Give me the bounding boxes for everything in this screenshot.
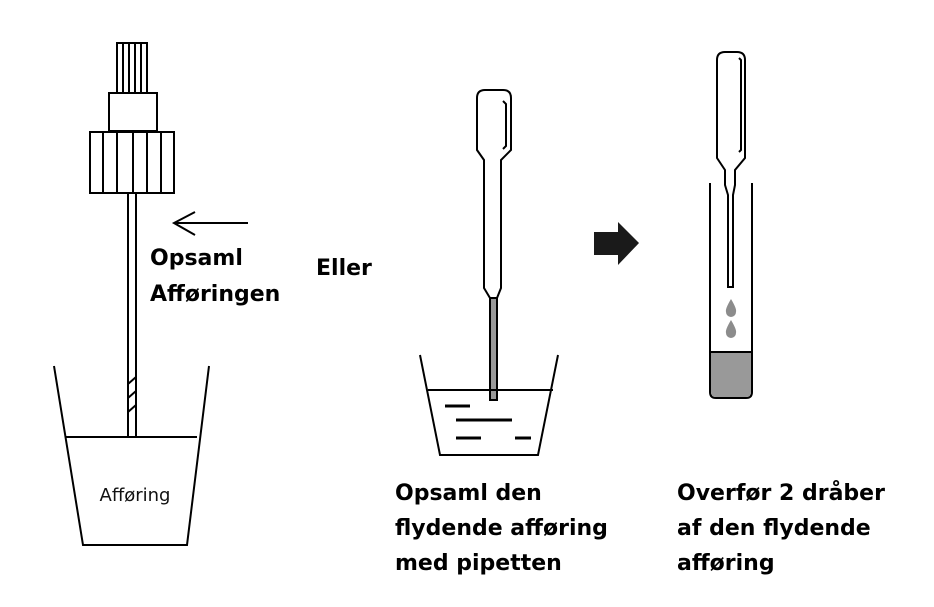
step2-caption-line2: flydende afføring xyxy=(395,516,608,541)
step3-caption-line2: af den flydende xyxy=(677,516,871,541)
drop-icon xyxy=(725,320,737,338)
pipette xyxy=(476,89,512,299)
tube-liquid xyxy=(711,352,751,397)
cap-top-ridged xyxy=(116,42,148,94)
right-block-arrow-icon xyxy=(594,222,639,265)
left-arrow-icon xyxy=(171,211,248,236)
cap-middle xyxy=(108,92,158,132)
step1-instruction-line2: Afføringen xyxy=(150,282,280,307)
step3-caption-line3: afføring xyxy=(677,551,775,576)
beaker xyxy=(419,354,559,456)
pipette-in-tube-illustration xyxy=(709,51,753,399)
step2-caption-line3: med pipetten xyxy=(395,551,562,576)
drop-icon xyxy=(725,299,737,317)
step3-caption-line1: Overfør 2 dråber xyxy=(677,480,885,506)
step1-instruction-line1: Opsaml xyxy=(150,246,243,271)
step2-caption-line1: Opsaml den xyxy=(395,481,542,506)
pipette xyxy=(716,51,746,288)
cup-label: Afføring xyxy=(100,485,171,506)
collector-stick-illustration: Afføring xyxy=(53,42,210,546)
pipette-in-beaker-illustration xyxy=(419,89,559,456)
or-label: Eller xyxy=(316,256,372,281)
pipette-liquid xyxy=(489,297,498,401)
sample-cup xyxy=(53,365,210,546)
test-tube xyxy=(709,183,753,399)
